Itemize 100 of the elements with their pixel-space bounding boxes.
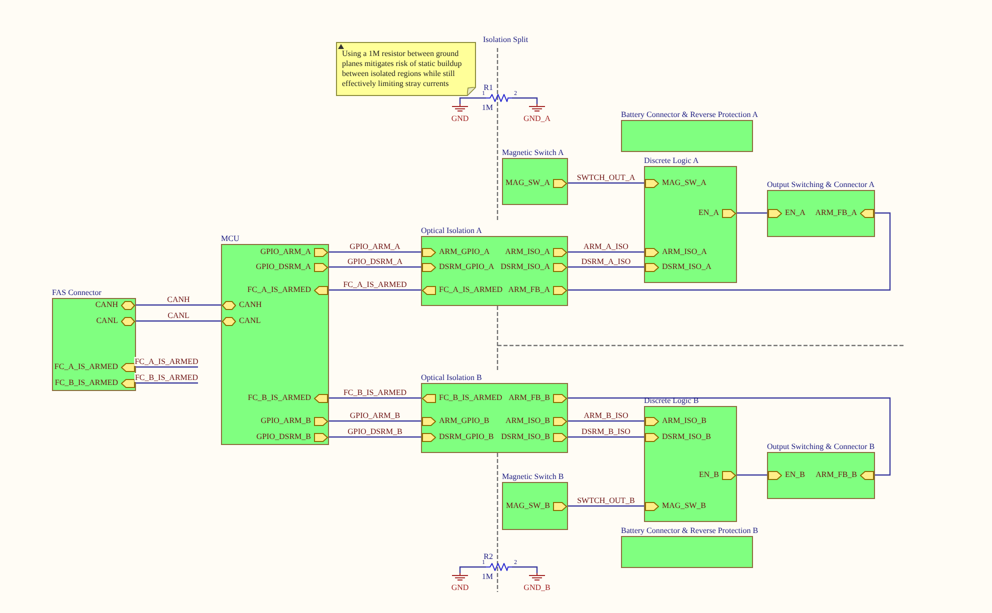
wire: [567, 266, 645, 268]
port-name: CANH: [95, 300, 118, 310]
wire: [328, 420, 422, 422]
block-title: Discrete Logic B: [644, 396, 699, 406]
port-name: MAG_SW_A: [506, 178, 550, 188]
wire: [567, 182, 645, 184]
block-title: Battery Connector & Reverse Protection A: [621, 110, 758, 120]
ground-net-name: GND: [451, 583, 469, 592]
net-label: ARM_B_ISO: [582, 411, 630, 420]
note-text: Using a 1M resistor between ground planes mitigates risk of static buildup between isolated regions while still effectively limiting stray currents: [342, 49, 463, 89]
port-name: MAG_SW_A: [662, 178, 706, 188]
resistor-designator: R1: [484, 83, 493, 92]
port-name: ARM_FB_A: [815, 208, 857, 218]
wire: [135, 320, 222, 322]
port-name: DSRM_ISO_B: [662, 432, 711, 442]
wire: [736, 212, 768, 214]
wire: [328, 436, 422, 438]
note-box: [336, 42, 476, 96]
wire: [512, 97, 538, 104]
net-label: DSRM_A_ISO: [580, 257, 632, 266]
net-label: FC_A_IS_ARMED: [134, 357, 200, 366]
port-name: FC_B_IS_ARMED: [54, 378, 118, 388]
resistor-value: 1M: [482, 572, 493, 581]
wire: [567, 436, 645, 438]
port-name: ARM_ISO_A: [662, 247, 707, 257]
port-name: DSRM_GPIO_B: [439, 432, 494, 442]
block-title: Discrete Logic A: [644, 156, 699, 166]
wire: [328, 397, 422, 399]
wire: [567, 505, 645, 507]
wire: [567, 212, 891, 291]
net-label: GPIO_DSRM_B: [346, 427, 404, 436]
wire: [512, 566, 538, 573]
port-name: EN_B: [699, 470, 719, 480]
block-title: Optical Isolation B: [421, 373, 482, 383]
resistor-designator: R2: [484, 552, 493, 561]
net-label: GPIO_ARM_A: [348, 242, 402, 251]
port-name: ARM_GPIO_B: [439, 416, 490, 426]
block-title: Magnetic Switch B: [502, 472, 564, 482]
wire: [567, 397, 891, 476]
wire: [328, 251, 422, 253]
port-name: ARM_ISO_B: [662, 416, 706, 426]
port-name: DSRM_ISO_B: [501, 432, 550, 442]
net-label: CANH: [166, 295, 191, 304]
net-label: SWTCH_OUT_B: [576, 496, 636, 505]
port-name: CANL: [239, 316, 261, 326]
port-name: GPIO_ARM_B: [260, 416, 311, 426]
port-name: EN_A: [785, 208, 806, 218]
wire: [459, 566, 486, 573]
port-name: FC_A_IS_ARMED: [439, 285, 503, 295]
block-title: Optical Isolation A: [421, 226, 482, 236]
port-name: GPIO_DSRM_A: [256, 262, 311, 272]
port-name: CANL: [96, 316, 118, 326]
port-name: ARM_FB_B: [508, 393, 550, 403]
port-name: EN_A: [698, 208, 719, 218]
wire: [135, 304, 222, 306]
port-name: ARM_FB_B: [816, 470, 857, 480]
port-name: EN_B: [785, 470, 805, 480]
port-name: CANH: [239, 300, 262, 310]
port-name: FC_A_IS_ARMED: [247, 285, 311, 295]
net-label: FC_B_IS_ARMED: [134, 373, 200, 382]
wire: [567, 251, 645, 253]
port-name: GPIO_ARM_A: [260, 247, 311, 257]
wire: [567, 420, 645, 422]
port-name: DSRM_ISO_A: [500, 262, 550, 272]
port-name: ARM_ISO_B: [506, 416, 550, 426]
wire: [135, 382, 198, 384]
resistor-value: 1M: [482, 103, 493, 112]
block-title: FAS Connector: [52, 288, 102, 298]
net-label: FC_A_IS_ARMED: [342, 280, 408, 289]
net-label: FC_B_IS_ARMED: [342, 388, 408, 397]
ground-net-name: GND: [451, 114, 469, 123]
port-name: GPIO_DSRM_B: [256, 432, 311, 442]
port-name: DSRM_GPIO_A: [439, 262, 494, 272]
port-name: FC_A_IS_ARMED: [54, 362, 118, 372]
port-name: ARM_GPIO_A: [439, 247, 490, 257]
net-label: GPIO_DSRM_A: [346, 257, 404, 266]
port-name: DSRM_ISO_A: [662, 262, 712, 272]
net-label: DSRM_B_ISO: [580, 427, 632, 436]
net-label: SWTCH_OUT_A: [576, 173, 636, 182]
port-name: MAG_SW_B: [662, 501, 706, 511]
net-label: CANL: [166, 311, 190, 320]
block-title: Output Switching & Connector B: [767, 442, 875, 452]
section-label: Isolation Split: [483, 35, 528, 44]
wire: [328, 289, 422, 291]
block-title: MCU: [221, 234, 240, 244]
wire: [135, 366, 198, 368]
wire: [459, 97, 486, 104]
block-title: Magnetic Switch A: [502, 148, 564, 158]
block-title: Battery Connector & Reverse Protection B: [621, 526, 758, 536]
wire: [736, 474, 768, 476]
port-name: ARM_ISO_A: [505, 247, 550, 257]
net-label: GPIO_ARM_B: [348, 411, 402, 420]
port-name: MAG_SW_B: [506, 501, 550, 511]
wire: [328, 266, 422, 268]
ground-net-name: GND_B: [524, 583, 550, 592]
port-name: ARM_FB_A: [508, 285, 550, 295]
net-label: ARM_A_ISO: [582, 242, 630, 251]
port-name: FC_B_IS_ARMED: [439, 393, 502, 403]
port-name: FC_B_IS_ARMED: [248, 393, 311, 403]
ground-net-name: GND_A: [523, 114, 551, 123]
